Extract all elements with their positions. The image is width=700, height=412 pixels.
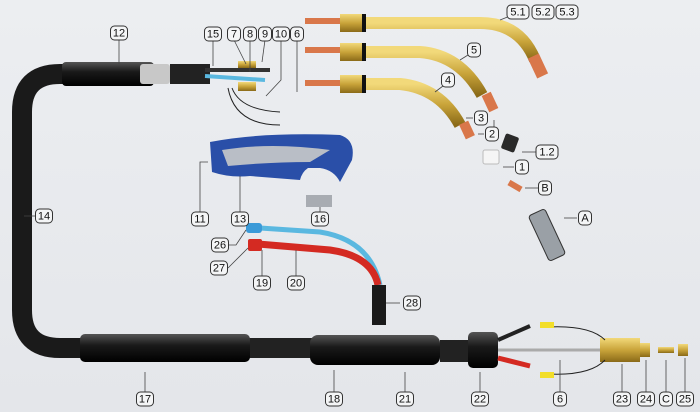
part-28 xyxy=(372,285,386,325)
part-number: 28 xyxy=(406,298,418,310)
part-number: 18 xyxy=(328,394,340,406)
cable-assembly xyxy=(12,64,340,358)
part-number: 7 xyxy=(231,29,237,41)
part-number: 8 xyxy=(247,29,253,41)
part-label-5: 5 xyxy=(467,42,481,58)
part-b-contact-tip xyxy=(507,179,523,193)
part-number: 10 xyxy=(275,29,287,41)
part-label-18: 18 xyxy=(325,391,343,407)
part-number: 13 xyxy=(234,214,246,226)
part-number: 5.1 xyxy=(510,7,525,19)
part-number: 9 xyxy=(262,29,268,41)
part-label-25: 25 xyxy=(676,391,694,407)
part-label-8: 8 xyxy=(243,26,257,42)
part-label-12: 12 xyxy=(110,25,128,41)
part-label-7: 7 xyxy=(227,26,241,42)
swan-neck-5 xyxy=(305,43,499,113)
part-label-B: B xyxy=(538,180,552,196)
part-label-20: 20 xyxy=(287,275,305,291)
leader-lines xyxy=(24,15,686,392)
liner-red xyxy=(257,240,382,286)
cable-support-rear xyxy=(80,334,320,362)
part-number: 27 xyxy=(213,263,225,275)
part-number: 23 xyxy=(616,394,628,406)
part-number: 14 xyxy=(38,211,50,223)
part-label-5-3: 5.3 xyxy=(555,4,579,20)
part-label-22: 22 xyxy=(471,391,489,407)
part-label-3: 3 xyxy=(474,110,488,126)
part-label-11: 11 xyxy=(191,211,209,227)
swan-neck-4 xyxy=(305,75,475,140)
part-label-19: 19 xyxy=(253,275,271,291)
front-wires xyxy=(204,61,281,126)
part-1 xyxy=(482,149,500,165)
part-27 xyxy=(248,239,262,251)
part-26 xyxy=(246,223,262,233)
part-number: 24 xyxy=(640,394,652,406)
part-label-24: 24 xyxy=(637,391,655,407)
part-number: 11 xyxy=(194,214,205,226)
part-label-14: 14 xyxy=(35,208,53,224)
handle xyxy=(210,134,353,182)
part-number: 5.2 xyxy=(535,7,550,19)
part-label-27: 27 xyxy=(210,260,228,276)
part-number: 20 xyxy=(290,278,302,290)
part-number: 19 xyxy=(256,278,268,290)
part-label-6: 6 xyxy=(553,391,567,407)
part-16 xyxy=(306,195,332,207)
part-number: 15 xyxy=(207,29,219,41)
part-number: B xyxy=(541,183,548,195)
part-label-16: 16 xyxy=(311,211,329,227)
part-number: 5.3 xyxy=(559,7,574,19)
part-label-1-2: 1.2 xyxy=(535,144,559,160)
part-number: 5 xyxy=(471,45,477,57)
part-label-10: 10 xyxy=(272,26,290,42)
part-number: 25 xyxy=(679,394,691,406)
part-number: 16 xyxy=(314,214,326,226)
part-number: C xyxy=(662,394,670,406)
part-label-6: 6 xyxy=(290,26,304,42)
part-number: 6 xyxy=(294,29,300,41)
part-label-13: 13 xyxy=(231,211,249,227)
part-label-28: 28 xyxy=(403,295,421,311)
part-label-17: 17 xyxy=(136,391,154,407)
cable-support-front xyxy=(62,62,210,86)
part-label-A: A xyxy=(578,210,592,226)
part-1-2 xyxy=(501,133,519,153)
liner-blue xyxy=(259,225,383,286)
part-label-26: 26 xyxy=(211,237,229,253)
part-number: 21 xyxy=(399,394,411,406)
part-label-2: 2 xyxy=(485,126,499,142)
part-number: 4 xyxy=(445,75,451,87)
part-label-5-2: 5.2 xyxy=(531,4,555,20)
part-label-21: 21 xyxy=(396,391,414,407)
rear-connector xyxy=(310,322,688,378)
part-number: 22 xyxy=(474,394,486,406)
part-label-1: 1 xyxy=(515,159,529,175)
part-a-gas-nozzle xyxy=(528,209,566,261)
part-number: 1.2 xyxy=(539,147,554,159)
part-label-C: C xyxy=(659,391,673,407)
part-number: 26 xyxy=(214,240,226,252)
part-number: 17 xyxy=(139,394,151,406)
part-label-5-1: 5.1 xyxy=(506,4,530,20)
part-number: 1 xyxy=(519,162,525,174)
swan-neck-5-1 xyxy=(305,14,549,79)
part-label-4: 4 xyxy=(441,72,455,88)
part-label-15: 15 xyxy=(204,26,222,42)
part-number: 3 xyxy=(478,113,484,125)
part-number: 2 xyxy=(489,129,495,141)
part-number: 12 xyxy=(113,28,125,40)
part-number: A xyxy=(581,213,589,225)
part-label-23: 23 xyxy=(613,391,631,407)
part-label-9: 9 xyxy=(258,26,272,42)
part-number: 6 xyxy=(557,394,563,406)
